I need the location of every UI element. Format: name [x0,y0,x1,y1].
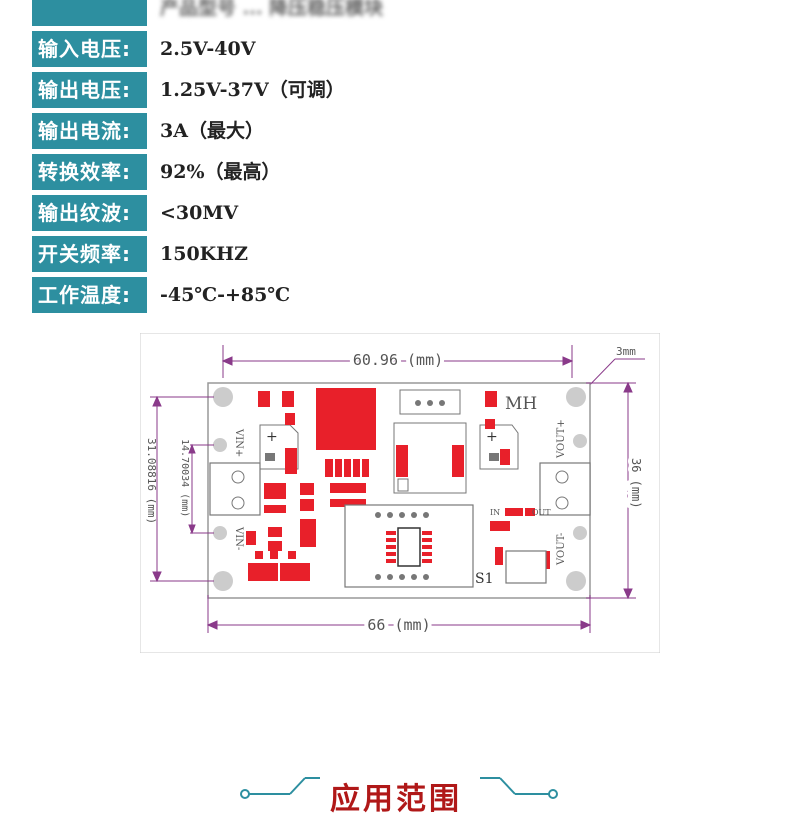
dim-right-label: 36 (mm) [629,458,643,509]
pin-hole [213,438,227,452]
ic-chip-pins [386,531,432,563]
spec-value: <30MV [160,202,239,224]
spec-value: 92%（最高） [160,161,281,183]
dim-bottom-label: 66 (mm) [367,616,430,634]
ic-pads [325,459,369,477]
spec-label: 输入电压: [32,31,147,67]
spec-label: 转换效率: [32,154,147,190]
dim-top [221,345,574,378]
spec-row: 输出电流: 3A（最大） [32,113,632,154]
dim-left-inner-label: 14.70034 (mm) [179,439,190,517]
terminal-screw [231,496,245,510]
spec-row: 开关频率: 150KHZ [32,236,632,277]
pin-hole [573,434,587,448]
terminal-screw [555,470,569,484]
svg-text:+: + [266,429,278,445]
s1-label: S1 [475,571,494,587]
in-label: IN [490,508,500,517]
vout-minus-label: VOUT- [556,533,567,566]
terminal-screw [555,496,569,510]
dim-left-outer [150,395,214,583]
vout-plus-label: VOUT+ [556,419,567,459]
mount-hole [566,387,586,407]
vin-minus-label: VIN- [233,526,244,550]
terminal-screw [231,470,245,484]
small-outline [397,478,409,492]
spec-row: 转换效率: 92%（最高） [32,154,632,195]
spec-value: 1.25V-37V（可调） [160,79,345,101]
pin-hole [213,526,227,540]
footer-decoration [240,777,558,799]
connector-outline [399,389,461,415]
footer-title: 应用范围 [330,782,462,817]
mount-hole [213,387,233,407]
pcb-board-diagram: 60.96 (mm) 3mm MH VIN+ VIN- VOUT+ VOUT- … [140,333,660,653]
ic-pad-gaps [333,459,362,477]
dim-left-inner [188,443,214,535]
spec-header-value: 产品型号 ... 降压稳压模块 [160,0,384,19]
dim-left-outer-label: 31.08816 (mm) [145,438,158,524]
out-label: OUT [532,508,551,517]
cap-right: + [479,424,519,470]
ic-chip [397,527,421,567]
mount-hole [213,571,233,591]
spec-table: 产品型号 ... 降压稳压模块 输入电压: 2.5V-40V 输出电压: 1.2… [32,0,632,318]
spec-row: 输入电压: 2.5V-40V [32,31,632,72]
mount-hole [566,571,586,591]
spec-row: 输出纹波: <30MV [32,195,632,236]
hole-label: 3mm [616,345,636,358]
spec-label [32,0,147,26]
spec-value: -45℃-+85℃ [160,284,291,306]
switch-outline [505,550,547,584]
dim-top-label: 60.96 (mm) [353,351,443,369]
vin-plus-label: VIN+ [233,428,244,457]
spec-label: 输出电压: [32,72,147,108]
spec-label: 工作温度: [32,277,147,313]
connector-pins [415,400,445,406]
spec-value: 2.5V-40V [160,38,256,60]
spec-value: 150KHZ [160,243,248,265]
svg-text:+: + [486,429,498,445]
spec-label: 输出电流: [32,113,147,149]
spec-header-row: 产品型号 ... 降压稳压模块 [32,0,632,31]
spec-value: 3A（最大） [160,120,264,142]
spec-label: 开关频率: [32,236,147,272]
dim-right [586,381,636,600]
dim-bottom [206,595,592,633]
spec-label: 输出纹波: [32,195,147,231]
diode-outline [393,422,467,494]
footer-section: 应用范围 [0,760,800,817]
spec-row: 工作温度: -45℃-+85℃ [32,277,632,318]
spec-row: 输出电压: 1.25V-37V（可调） [32,72,632,113]
inductor-pad [316,388,376,450]
pin-hole [573,526,587,540]
mh-label: MH [505,394,537,414]
ic-module-pins [375,512,429,580]
input-terminal [209,462,261,516]
